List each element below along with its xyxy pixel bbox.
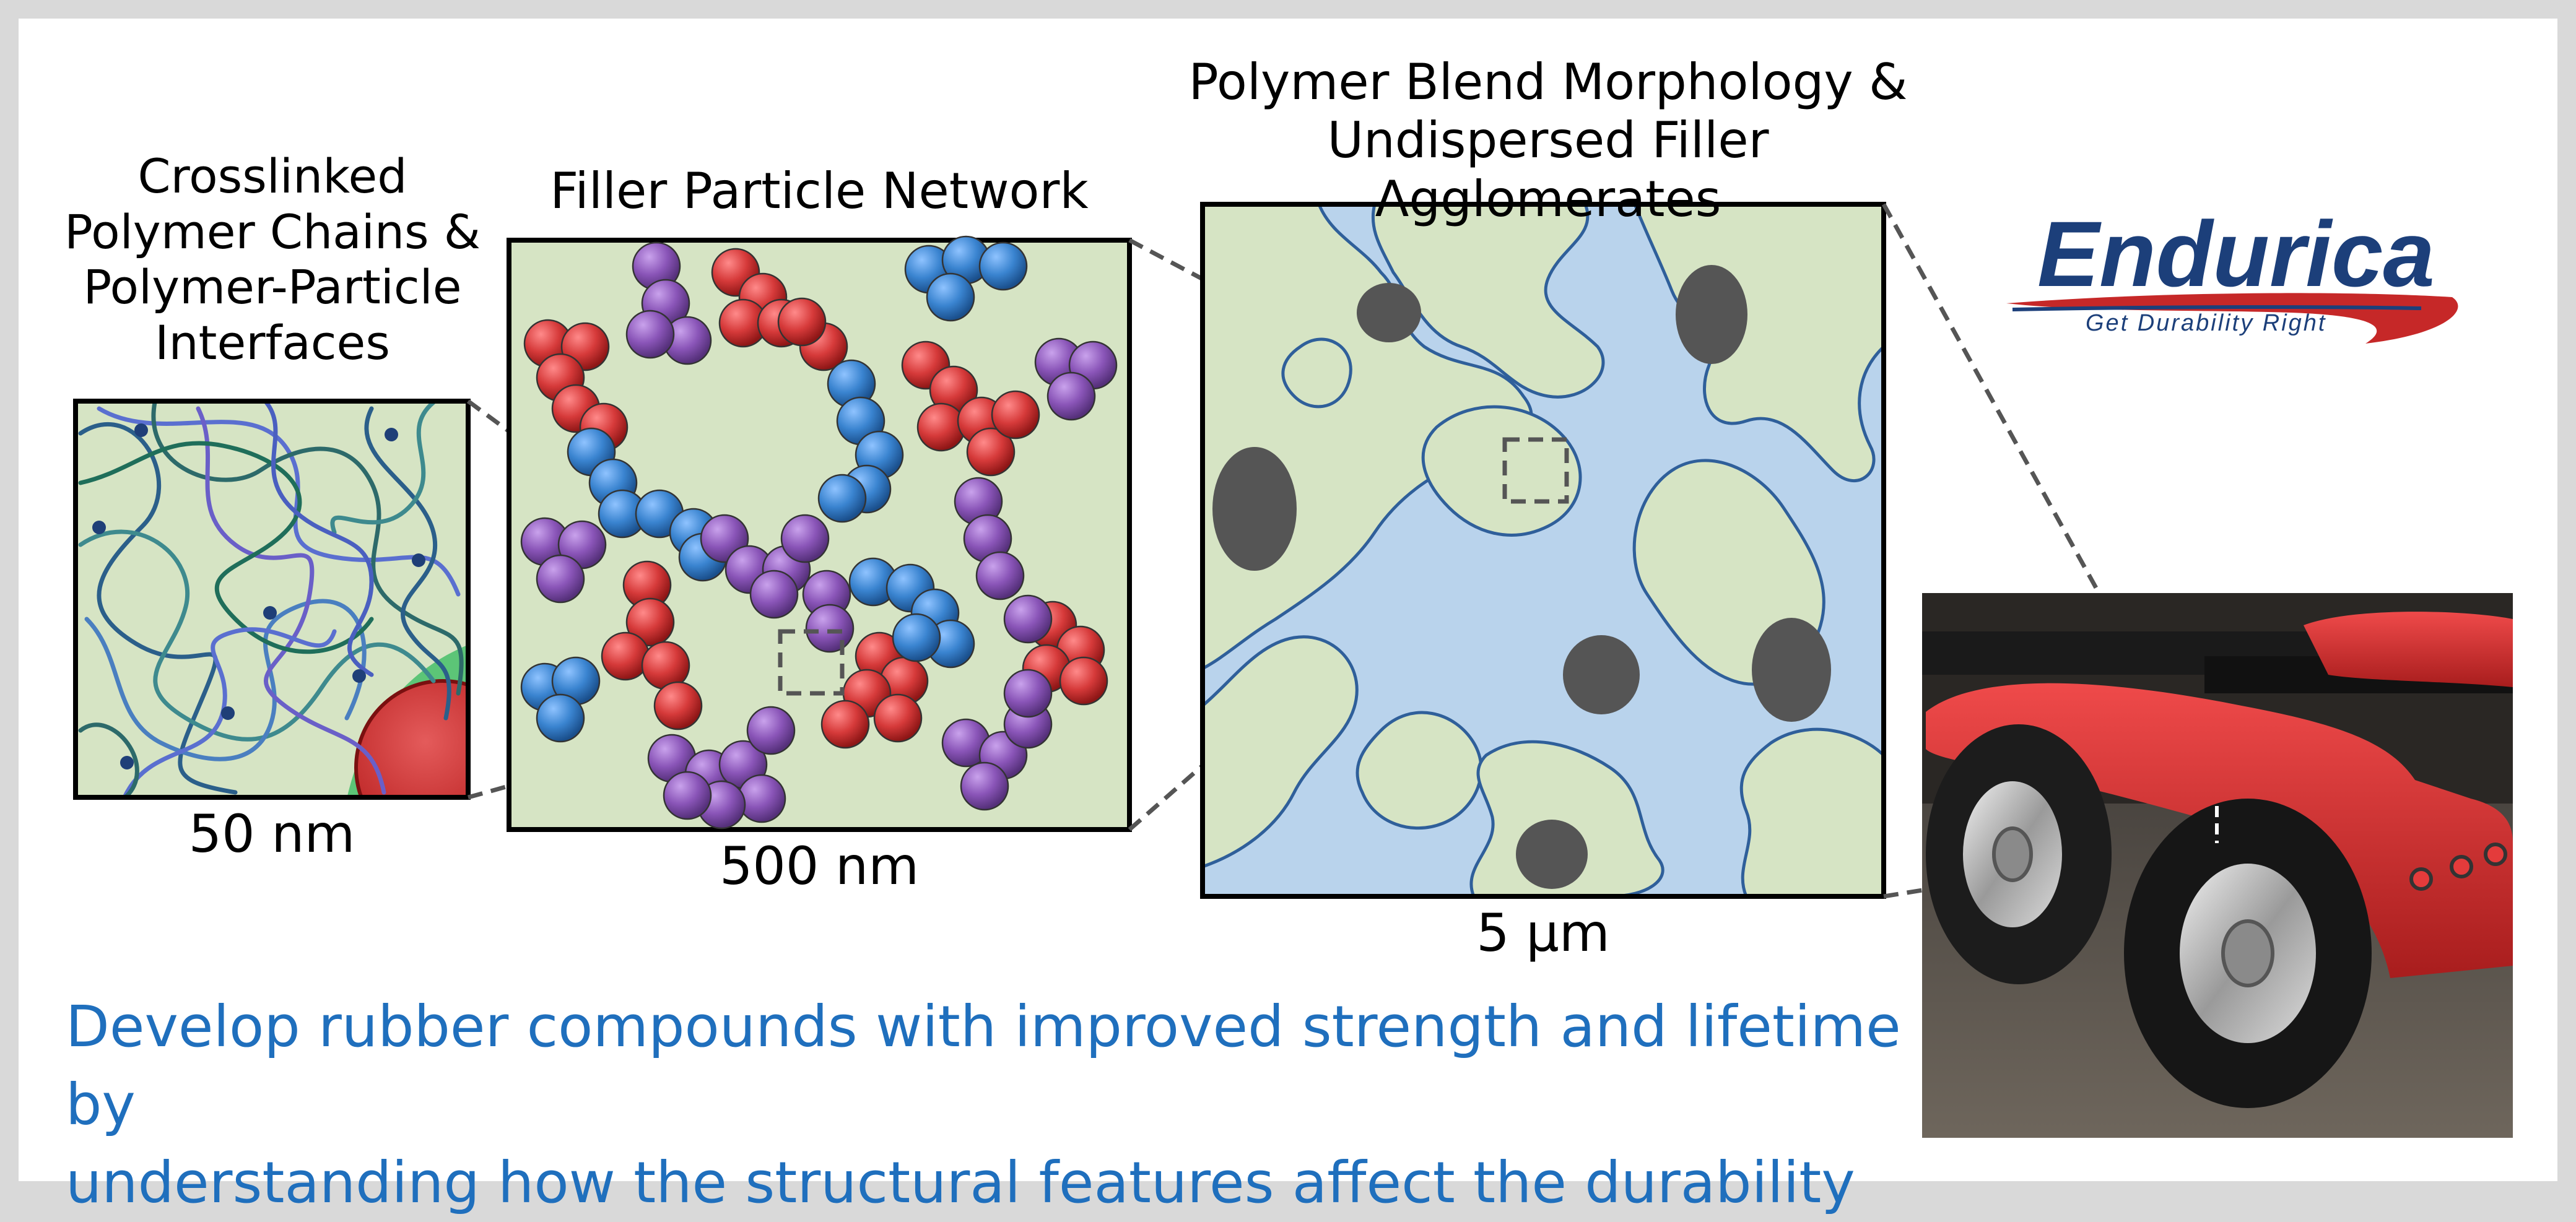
polymer-chains-title: Crosslinked Polymer Chains & Polymer-Par… (37, 149, 508, 371)
endurica-logo: Endurica Get Durability Right (2006, 202, 2458, 344)
purple-filler-particle (961, 763, 1008, 810)
purple-filler-particle (1004, 670, 1051, 717)
title-line: Polymer Chains & (37, 204, 508, 260)
purple-filler-particle (747, 707, 794, 754)
red-filler-particle (655, 682, 702, 729)
purple-filler-particle (627, 311, 674, 358)
red-filler-particle (874, 695, 921, 742)
purple-filler-particle (537, 555, 584, 602)
caption-line: Develop rubber compounds with improved s… (66, 988, 1923, 1144)
blend-morphology-panel (1203, 204, 1884, 896)
purple-filler-particle (781, 515, 829, 562)
red-filler-particle (1060, 657, 1107, 704)
logo-tagline: Get Durability Right (2086, 310, 2326, 336)
title-line: Polymer-Particle (37, 259, 508, 315)
caption-line: understanding how the structural feature… (66, 1144, 1923, 1222)
filler-network-title: Filler Particle Network (509, 162, 1129, 220)
blue-filler-particle (537, 695, 584, 742)
agglomerate (1563, 635, 1640, 714)
title-line: Interfaces (37, 315, 508, 371)
blue-filler-particle (819, 475, 866, 522)
purple-filler-particle (806, 605, 853, 652)
agglomerate (1752, 618, 1831, 722)
purple-filler-particle (738, 775, 785, 822)
purple-filler-particle (977, 552, 1024, 599)
blend-morphology-scale: 5 µm (1203, 903, 1884, 963)
filler-network-scale: 500 nm (509, 836, 1129, 896)
purple-filler-particle (1004, 596, 1051, 643)
agglomerate (1212, 447, 1297, 571)
blend-morphology-title: Polymer Blend Morphology & Undispersed F… (1152, 53, 1944, 228)
red-filler-particle (778, 298, 825, 345)
blue-filler-particle (893, 614, 940, 661)
agglomerate (1357, 283, 1421, 342)
truck-photo (1922, 593, 2513, 1138)
red-filler-particle (822, 701, 869, 748)
title-line: Polymer Blend Morphology & (1152, 53, 1944, 111)
agglomerate (1516, 820, 1588, 889)
title-line: Undispersed Filler Agglomerates (1152, 111, 1944, 228)
red-filler-particle (602, 633, 649, 680)
polymer-chains-scale: 50 nm (76, 804, 468, 864)
polymer-chains-panel (76, 401, 529, 854)
logo-wordmark: Endurica (2037, 202, 2435, 306)
blue-filler-particle (980, 243, 1027, 290)
purple-filler-particle (751, 571, 798, 618)
purple-filler-particle (664, 772, 711, 819)
blue-filler-particle (927, 274, 974, 321)
purple-filler-particle (1048, 373, 1095, 420)
title-line: Crosslinked (37, 149, 508, 204)
filler-network-panel (509, 236, 1129, 830)
summary-caption: Develop rubber compounds with improved s… (66, 988, 1923, 1222)
red-filler-particle (918, 404, 965, 451)
agglomerate (1676, 265, 1747, 364)
red-filler-particle (992, 391, 1039, 438)
